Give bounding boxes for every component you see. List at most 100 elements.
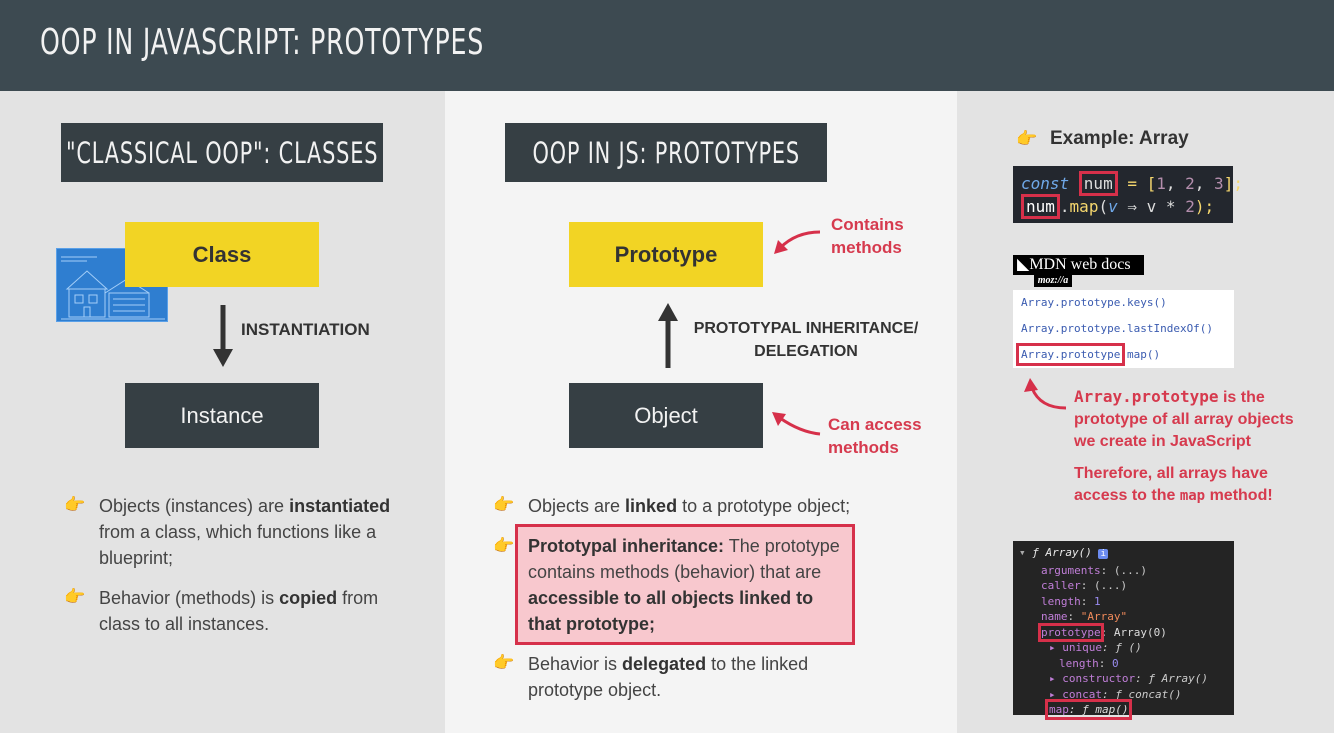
mdn-logo: ◣MDN web docs: [1013, 255, 1144, 275]
console-line: ▸ constructor: ƒ Array(): [1019, 671, 1228, 687]
code-token: ,: [1194, 174, 1215, 193]
method-item[interactable]: Array.prototype.lastIndexOf(): [1021, 322, 1214, 335]
console-key: arguments: [1041, 563, 1101, 577]
text-span: method!: [1205, 487, 1273, 504]
contains-methods-arrow: [774, 230, 821, 254]
code-number: 2: [1185, 174, 1195, 193]
instance-box: Instance: [125, 383, 319, 448]
code-token: (: [1098, 197, 1109, 216]
text-span: arrays have access to the: [1074, 465, 1268, 504]
inheritance-arrow: [658, 303, 678, 368]
bold-span: prototype: [1074, 411, 1148, 428]
code-number: 1: [1156, 174, 1166, 193]
console-key: ▸ constructor: [1049, 672, 1136, 685]
classical-oop-heading-text: "CLASSICAL OOP": CLASSES: [65, 135, 379, 170]
console-line: name: "Array": [1019, 609, 1228, 625]
bold-span: linked: [625, 496, 678, 516]
devtools-console: ▾ ƒ Array() i arguments: (...) caller: (…: [1013, 541, 1234, 720]
bold-span: delegated: [622, 654, 707, 674]
slide-header: OOP IN JAVASCRIPT: PROTOTYPES: [0, 0, 1334, 91]
hand-pointer-icon: 👉: [493, 536, 515, 555]
code-token: .: [1059, 197, 1070, 216]
text-span: of all array objects we create in JavaSc…: [1074, 411, 1294, 450]
mid-bullet-2: Prototypal inheritance: The prototype co…: [528, 533, 848, 637]
bold-span: all: [1156, 465, 1175, 482]
console-value: : Array(0): [1100, 625, 1167, 639]
info-icon: i: [1098, 549, 1108, 559]
console-value: : ƒ Array(): [1135, 672, 1208, 685]
class-label: Class: [192, 241, 252, 267]
class-box: Class: [125, 222, 319, 287]
text-span: from class to all instances.: [99, 588, 379, 634]
mdn-methods-list: [1013, 290, 1234, 368]
code-fn: map: [1069, 197, 1099, 216]
dino-icon: ◣: [1017, 256, 1030, 273]
console-line: length: 1: [1019, 594, 1228, 610]
object-box: Object: [569, 383, 763, 448]
code-token: );: [1194, 197, 1215, 216]
console-value: :: [1098, 656, 1112, 670]
prototype-label: Prototype: [614, 241, 718, 267]
prototypal-inheritance-highlight: [515, 524, 855, 645]
instantiation-arrow: [213, 305, 233, 367]
code-param: v: [1146, 197, 1157, 216]
code-number: 3: [1214, 174, 1224, 193]
hand-pointer-icon: 👉: [493, 495, 515, 514]
code-line-2: num.map(v ⇒ v * 2);: [1021, 194, 1225, 219]
console-head-text: ƒ Array(): [1032, 546, 1092, 559]
hand-pointer-icon: 👉: [493, 653, 515, 672]
method-item-map[interactable]: Array.prototype.map(): [1015, 343, 1160, 366]
text-span: is the: [1218, 389, 1265, 406]
prototype-box: Prototype: [569, 222, 763, 287]
hand-pointer-icon: 👉: [64, 587, 86, 606]
console-value: : (...): [1080, 579, 1128, 592]
code-token: *: [1156, 197, 1186, 216]
code-token: ⇒: [1117, 197, 1147, 216]
code-keyword: const: [1021, 174, 1079, 193]
text-span: The prototype contains methods (behavior…: [528, 536, 840, 582]
console-string: "Array": [1080, 610, 1128, 623]
code-var-num: num: [1021, 194, 1060, 219]
code-span: Array.prototype: [1074, 387, 1219, 406]
code-line-1: const num = [1, 2, 3];: [1021, 171, 1243, 196]
slide-title: OOP IN JAVASCRIPT: PROTOTYPES: [40, 22, 485, 63]
text-span: Therefore,: [1074, 465, 1157, 482]
curved-arrow: [1024, 378, 1067, 410]
console-value: : (...): [1100, 563, 1147, 577]
console-key: ▸ concat: [1049, 687, 1102, 701]
method-item[interactable]: Array.prototype.keys(): [1021, 296, 1167, 309]
console-head[interactable]: ▾ ƒ Array() i: [1019, 545, 1228, 563]
text-span: to the linked prototype object.: [528, 654, 809, 700]
text-span: Objects are: [528, 496, 626, 516]
console-value: : ƒ (): [1101, 641, 1142, 654]
code-param: v: [1108, 197, 1118, 216]
example-label: Example: Array: [1050, 128, 1189, 149]
expand-caret-icon: ▾: [1019, 546, 1033, 559]
bold-span: Prototypal inheritance:: [528, 536, 725, 556]
array-prototype-highlight: Array.prototype: [1015, 343, 1126, 366]
inheritance-label: PROTOTYPAL INHERITANCE/ DELEGATION: [693, 320, 919, 360]
text-span: Behavior is: [528, 654, 623, 674]
code-span: map: [1179, 488, 1206, 504]
console-map-line[interactable]: map: ƒ map(): [1019, 699, 1228, 720]
code-token: ,: [1165, 174, 1186, 193]
code-token: = [: [1117, 174, 1157, 193]
console-prototype-line[interactable]: prototype: Array(0): [1019, 622, 1228, 642]
console-value: : ƒ map(): [1068, 703, 1129, 716]
console-key: name: [1041, 610, 1068, 623]
console-number: 1: [1094, 594, 1101, 608]
array-prototype-note: Array.prototype is the prototype of all …: [1074, 386, 1310, 453]
can-access-arrow: [772, 412, 821, 436]
mid-bullet-1: Objects are linked to a prototype object…: [528, 493, 888, 519]
hand-pointer-icon: 👉: [1016, 129, 1038, 148]
code-number: 2: [1185, 197, 1195, 216]
bold-span: copied: [279, 588, 338, 608]
console-value: :: [1080, 594, 1094, 608]
can-access-label: Can access methods: [828, 415, 922, 457]
console-number: 0: [1112, 656, 1119, 670]
console-key: ▸ unique: [1049, 641, 1102, 654]
console-key: length: [1041, 594, 1081, 608]
object-label: Object: [634, 402, 698, 428]
console-value: : ƒ concat(): [1101, 687, 1182, 701]
mid-bullet-3: Behavior is delegated to the linked prot…: [528, 651, 848, 703]
